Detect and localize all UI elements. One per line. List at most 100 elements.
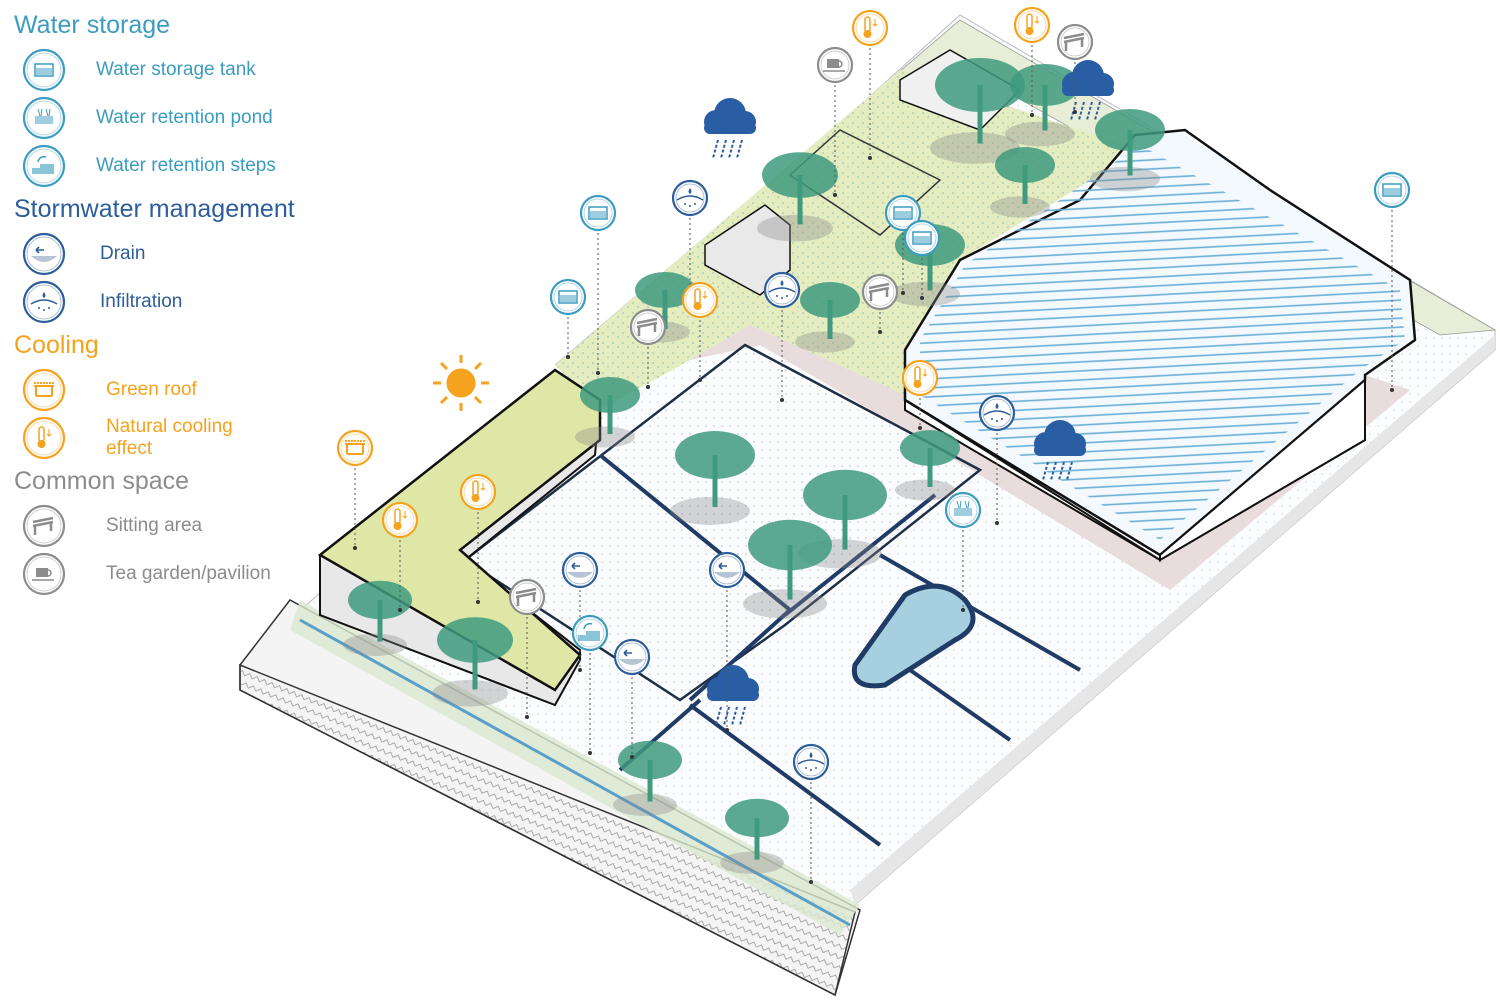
water-storage-tank-icon [884,194,922,232]
thermometer-icon [681,281,719,319]
drain-marker [613,638,651,759]
teacup-marker [816,46,854,197]
thermometer-icon [1013,6,1051,44]
tree [670,431,755,525]
teacup-icon [22,552,66,596]
water-retention-steps-icon [22,144,66,188]
legend-label: Natural cooling effect [106,416,233,459]
thermometer-marker [851,9,889,160]
thermometer-marker [901,359,939,430]
bench-marker [1056,23,1094,114]
legend-label: Water retention pond [96,107,273,128]
water-storage-tank-icon [1373,171,1411,209]
thermometer-marker [1013,6,1051,117]
tree [795,282,860,353]
green-roof-marker [336,429,374,550]
infiltration-marker [978,394,1016,525]
green-roof-icon [22,368,66,412]
drain-icon [613,638,651,676]
green-roof-building [317,368,602,707]
thermometer-marker [459,473,497,604]
water-storage-tank-icon [903,219,941,257]
tree [895,430,960,501]
rain-cloud-icon [704,98,756,159]
infiltration-icon [978,394,1016,432]
infiltration-marker [763,271,801,402]
legend-title-water-storage: Water storage [14,11,171,39]
bench-icon [508,578,546,616]
bench-icon [861,273,899,311]
water-storage-tank-marker [549,278,587,359]
tree [1090,109,1165,192]
infiltration-icon [792,743,830,781]
thermometer-icon [901,359,939,397]
legend-item-water-retention-steps: Water retention steps [12,142,332,190]
legend-item-sitting-area: Sitting area [12,502,332,550]
sun-icon [433,355,489,411]
legend-item-tea-garden: Tea garden/pavilion [12,550,332,598]
infiltration-marker [792,743,830,884]
legend-label: Water retention steps [96,155,276,176]
legend-title-cooling: Cooling [14,331,99,359]
rain-cloud-icon [1034,420,1086,481]
legend-item-infiltration: Infiltration [12,278,332,326]
tree [930,58,1025,164]
bench-icon [629,308,667,346]
infiltration-marker [671,179,709,300]
water-storage-tank-marker [579,194,617,375]
thermometer-icon [459,473,497,511]
legend-item-drain: Drain [12,230,332,278]
legend-label: Green roof [106,379,197,400]
infiltration-icon [671,179,709,217]
tree [757,152,838,242]
water-storage-tank-icon [22,48,66,92]
legend-label: Sitting area [106,515,203,536]
water-retention-pond-marker [944,491,982,612]
tree [343,580,412,656]
tree [1005,64,1080,147]
bench-icon [22,504,66,548]
tree [990,147,1055,218]
bench-marker [629,308,667,389]
tree [575,377,640,448]
legend-item-natural-cooling: Natural cooling effect [12,414,332,462]
drain-icon [22,232,66,276]
legend-item-green-roof: Green roof [12,366,332,414]
infiltration-icon [763,271,801,309]
drain-icon [708,551,746,589]
tree [720,798,789,874]
legend-label: Water storage tank [96,59,256,80]
teacup-icon [816,46,854,84]
water-retention-pond-icon [944,491,982,529]
legend-title-common-space: Common space [14,467,190,495]
water-storage-tank-icon [549,278,587,316]
water-storage-tank-icon [579,194,617,232]
water-retention-steps-icon [571,614,609,652]
water-retention-pond-icon [22,96,66,140]
legend-label: Infiltration [100,291,183,312]
infiltration-icon [22,280,66,324]
thermometer-icon [851,9,889,47]
green-roof-icon [336,429,374,467]
thermometer-icon [381,501,419,539]
drain-marker [708,551,746,732]
water-storage-tank-marker [884,194,922,295]
drain-marker [561,551,599,672]
legend: Water storage Water storage tank Water r… [12,10,332,598]
water-storage-tank-marker [903,219,941,300]
bench-marker [508,578,546,719]
courtyard [462,343,983,702]
thermometer-marker [681,281,719,382]
drain-icon [561,551,599,589]
rain-cloud-icon [707,665,759,726]
bench-icon [1056,23,1094,61]
tree [432,617,513,707]
rain-cloud-icon [1062,60,1114,121]
thermometer-marker [381,501,419,612]
tree [613,740,682,816]
street-strip [239,599,861,997]
water-storage-tank-marker [1373,171,1411,392]
retention-pond [851,583,976,689]
legend-item-water-retention-pond: Water retention pond [12,94,332,142]
